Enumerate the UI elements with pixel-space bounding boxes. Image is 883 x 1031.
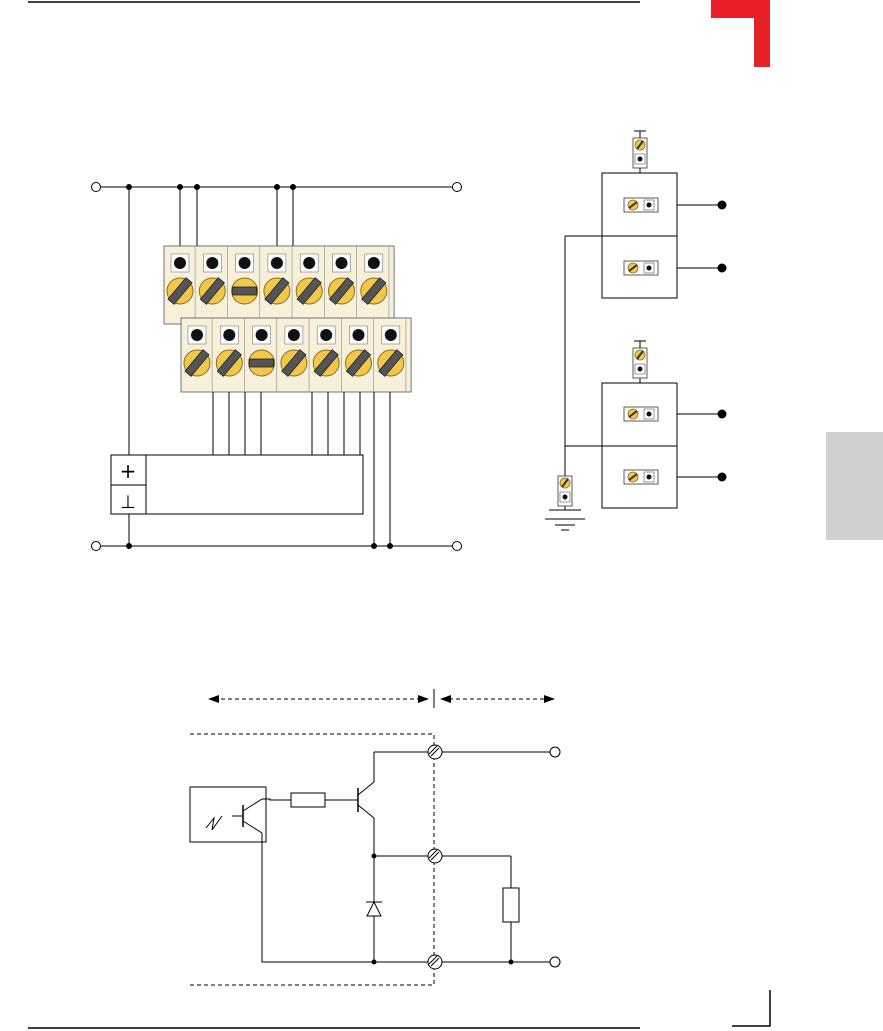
supply-terminal-bottom-right (453, 542, 462, 551)
screw-terminal-2 (428, 849, 442, 863)
module-2-fuse (633, 348, 647, 378)
footer-corner-mark (732, 990, 770, 1026)
supply-terminal-top-left (92, 183, 101, 192)
upper-terminal-row (164, 246, 394, 324)
side-tab (826, 432, 883, 540)
module-1-output-2 (718, 264, 726, 272)
output-terminal-top (550, 747, 560, 757)
module-1-terminal-1 (624, 198, 658, 212)
module-2-output-2 (718, 473, 726, 481)
diode (367, 902, 381, 916)
load-resistor (503, 888, 519, 922)
module-2-terminal-2 (624, 470, 658, 484)
screw-terminal-1 (428, 745, 442, 759)
supply-ground-symbol: ⊥ (120, 492, 136, 513)
supply-terminal-bottom-left (92, 542, 101, 551)
output-circuit-diagram (190, 689, 560, 985)
red-corner-mark (711, 0, 770, 67)
screw-terminal-3 (428, 955, 442, 969)
module-1-output-1 (718, 201, 726, 209)
boundary-screws (428, 745, 442, 969)
supply-terminal-top-right (453, 183, 462, 192)
supply-plus-symbol: + (120, 459, 137, 483)
base-resistor (291, 793, 325, 807)
lower-terminal-row (181, 318, 411, 392)
output-terminal-bottom (550, 957, 560, 967)
module-2-terminal-1 (624, 407, 658, 421)
module-1-fuse (633, 138, 647, 168)
module-1-terminal-2 (624, 261, 658, 275)
ground-terminal (558, 476, 572, 506)
device-boundary (190, 734, 434, 985)
supply-module-box (111, 455, 363, 514)
phototransistor-box (190, 787, 266, 842)
module-2-output-1 (718, 410, 726, 418)
